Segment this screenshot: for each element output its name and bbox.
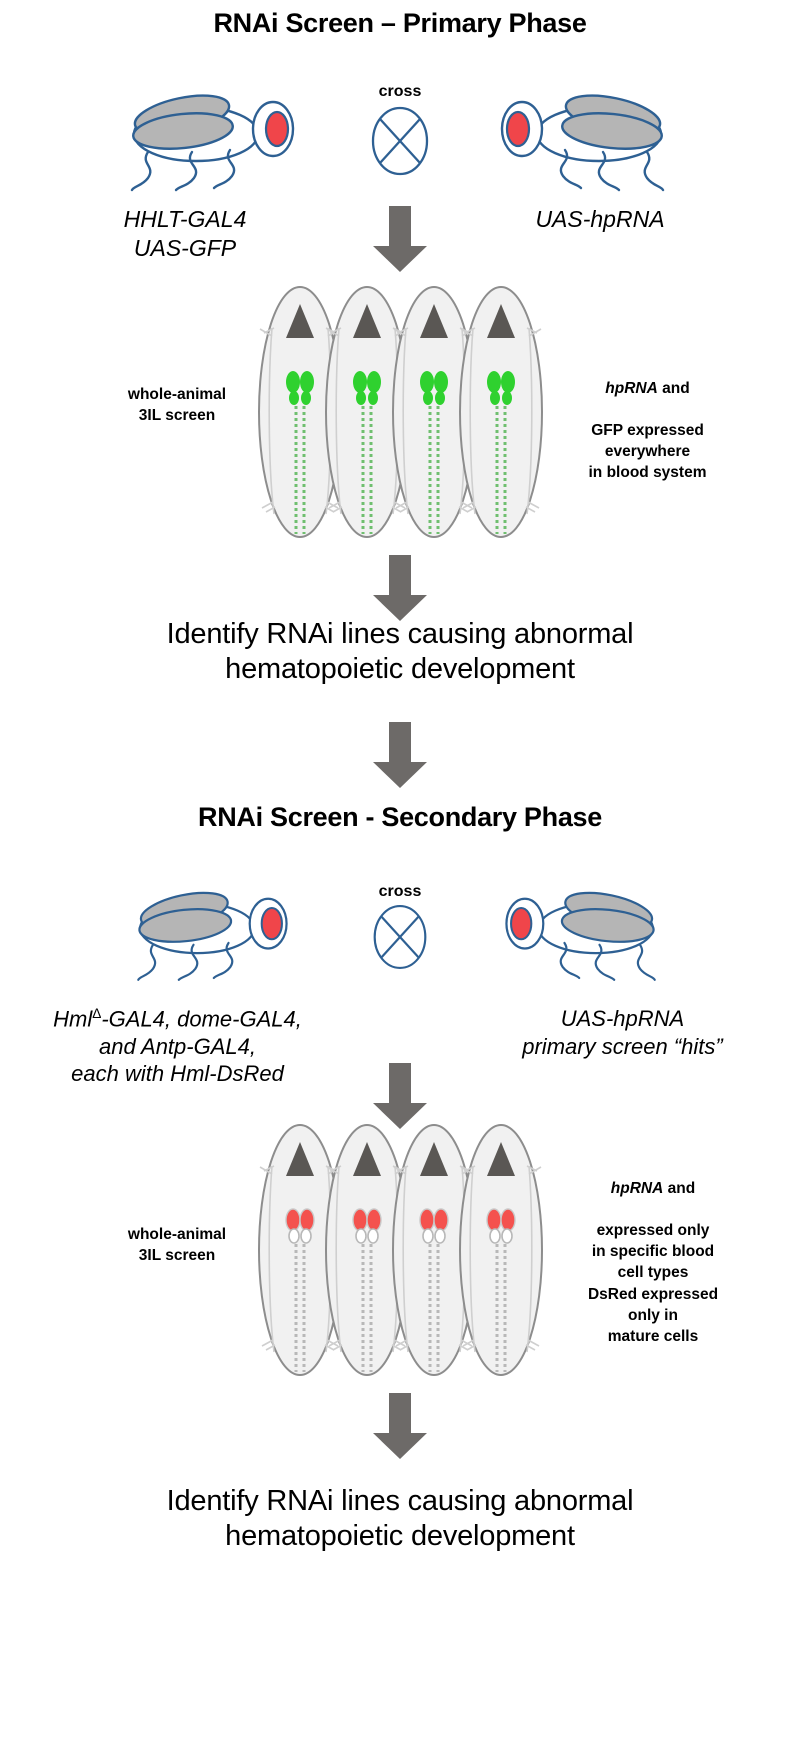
primary-expression-note-body: GFP expressed everywhere in blood system	[588, 421, 707, 481]
cross-symbol-secondary	[370, 903, 430, 971]
secondary-genotype-hml: Hml	[53, 1006, 93, 1032]
secondary-expression-note-conj: and	[663, 1179, 696, 1197]
cross-symbol-primary	[368, 105, 432, 177]
cross-label-secondary: cross	[378, 883, 422, 900]
primary-right-genotype-label: UAS-hpRNA	[535, 206, 665, 232]
fly-illustration-primary-right	[495, 82, 685, 192]
secondary-dsred-note: DsRed expressed only in mature cells	[587, 1286, 719, 1345]
flow-arrow-3	[371, 722, 429, 790]
outcome-primary-text: Identify RNAi lines causing abnormal hem…	[166, 618, 634, 686]
fly-illustration-secondary-right	[500, 880, 675, 982]
primary-expression-note: hpRNA and GFP expressed everywhere in bl…	[540, 358, 755, 484]
flow-arrow-2	[371, 555, 429, 623]
flow-arrow-1	[371, 206, 429, 274]
fly-illustration-secondary-left	[118, 880, 293, 982]
primary-expression-note-conj: and	[657, 379, 690, 397]
primary-expression-note-gene: hpRNA	[605, 379, 658, 397]
primary-screen-label: whole-animal 3IL screen	[127, 386, 227, 424]
larvae-group-primary	[257, 285, 544, 539]
secondary-genotype-delta: Δ	[92, 1006, 102, 1021]
larvae-group-secondary	[257, 1123, 544, 1377]
flow-arrow-5	[371, 1393, 429, 1461]
secondary-expression-note: hpRNA and expressed only in specific blo…	[548, 1158, 758, 1284]
secondary-genotype-rest: -GAL4, dome-GAL4, and Antp-GAL4, each wi…	[71, 1006, 302, 1087]
primary-left-genotype-label: HHLT-GAL4 UAS-GFP	[123, 206, 247, 261]
secondary-right-genotype-label: UAS-hpRNA primary screen “hits”	[522, 1006, 723, 1059]
cross-label-primary: cross	[378, 83, 422, 100]
secondary-phase-title: RNAi Screen - Secondary Phase	[198, 802, 602, 832]
secondary-left-genotype-label: HmlΔ-GAL4, dome-GAL4, and Antp-GAL4, eac…	[0, 1005, 355, 1088]
secondary-expression-note-body: expressed only in specific blood cell ty…	[591, 1221, 715, 1281]
primary-phase-title: RNAi Screen – Primary Phase	[213, 8, 587, 38]
fly-illustration-primary-left	[110, 82, 300, 192]
secondary-expression-note-gene: hpRNA	[610, 1179, 664, 1197]
flow-arrow-4	[371, 1063, 429, 1131]
secondary-screen-label: whole-animal 3IL screen	[127, 1226, 227, 1264]
outcome-secondary-text: Identify RNAi lines causing abnormal hem…	[166, 1485, 634, 1553]
